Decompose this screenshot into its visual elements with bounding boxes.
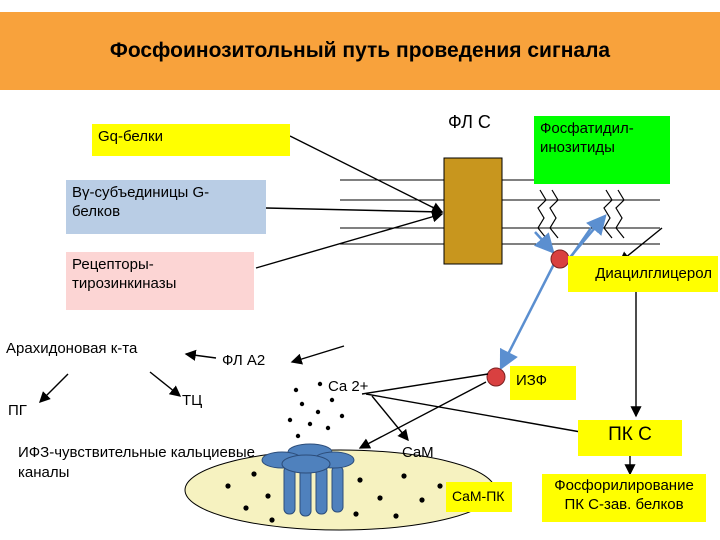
arrow-arach-to-pg <box>39 373 69 403</box>
cam-pk-label: CaM-ПК <box>452 488 505 504</box>
arrow-arach-to-tc <box>149 371 182 397</box>
dag-box: Диацилглицерол <box>568 256 718 292</box>
arrow-gq-to-plc <box>289 135 444 213</box>
ip3-label: ИЗФ <box>516 372 548 389</box>
phosphorylation-label-line2: ПК С-зав. белков <box>564 496 684 513</box>
pla2-label: ФЛ А2 <box>222 352 266 369</box>
plc-enzyme <box>443 157 503 265</box>
dag-label: Диацилглицерол <box>595 265 712 282</box>
calcium-ions <box>225 381 443 523</box>
pkc-box: ПК С <box>578 420 682 456</box>
arrow-bg-to-plc <box>265 206 444 218</box>
blue-arrow-to-dag <box>533 231 555 254</box>
ip3-dot <box>486 367 506 387</box>
arrow-rtk-to-plc <box>255 211 444 269</box>
rtk-box: Рецепторы- тирозинкиназы <box>66 252 254 310</box>
ip3-channels-label-line2: каналы <box>18 464 70 481</box>
phosphorylation-label-line1: Фосфорилирование <box>554 477 694 494</box>
cam-pk-box: CaM-ПК <box>446 482 512 512</box>
tc-label: ТЦ <box>182 392 203 409</box>
bg-subunits-box: Bγ-субъединицы G- белков <box>66 180 266 234</box>
plc-label: ФЛ С <box>448 112 491 132</box>
bg-subunits-label-line1: Bγ-субъединицы G- <box>72 184 210 201</box>
arrow-ip3-to-channels <box>358 381 487 449</box>
pip-label-line1: Фосфатидил- <box>540 120 634 137</box>
bg-subunits-label-line2: белков <box>72 203 121 220</box>
ip3-box: ИЗФ <box>510 366 576 400</box>
pg-label: ПГ <box>8 402 27 419</box>
gq-proteins-box: Gq-белки <box>92 124 290 156</box>
pip-box: Фосфатидил- инозитиды <box>534 116 670 184</box>
arrow-ca-to-cam <box>371 395 409 442</box>
pkc-label: ПК С <box>608 424 652 445</box>
calcium-channels <box>261 443 355 517</box>
blue-arrow-to-membrane <box>565 214 607 263</box>
gq-proteins-label: Gq-белки <box>98 128 163 145</box>
ip3-channels-label-line1: ИФЗ-чувствительные кальциевые <box>18 444 255 461</box>
arrow-plc-to-pla2 <box>290 345 345 365</box>
lipid-squiggles <box>537 189 625 239</box>
arrow-ca-to-pkc <box>365 393 594 438</box>
rtk-label-line2: тирозинкиназы <box>72 275 177 292</box>
title-banner: Фосфоинозитольный путь проведения сигнал… <box>0 12 720 90</box>
pip-label-line2: инозитиды <box>540 139 615 156</box>
dag-dot <box>550 249 570 269</box>
calmodulin-label: CaM <box>402 444 434 461</box>
arrow-ip3-to-ca <box>361 373 489 395</box>
calcium-label: Ca 2+ <box>328 378 369 395</box>
blue-arrow-to-ip3 <box>499 261 557 371</box>
page-title: Фосфоинозитольный путь проведения сигнал… <box>109 39 611 62</box>
rtk-label-line1: Рецепторы- <box>72 256 154 273</box>
phosphorylation-box: Фосфорилирование ПК С-зав. белков <box>542 474 706 522</box>
arachidonic-acid-label: Арахидоновая к-та <box>6 340 138 357</box>
arrow-pla2-to-arach <box>184 349 217 361</box>
